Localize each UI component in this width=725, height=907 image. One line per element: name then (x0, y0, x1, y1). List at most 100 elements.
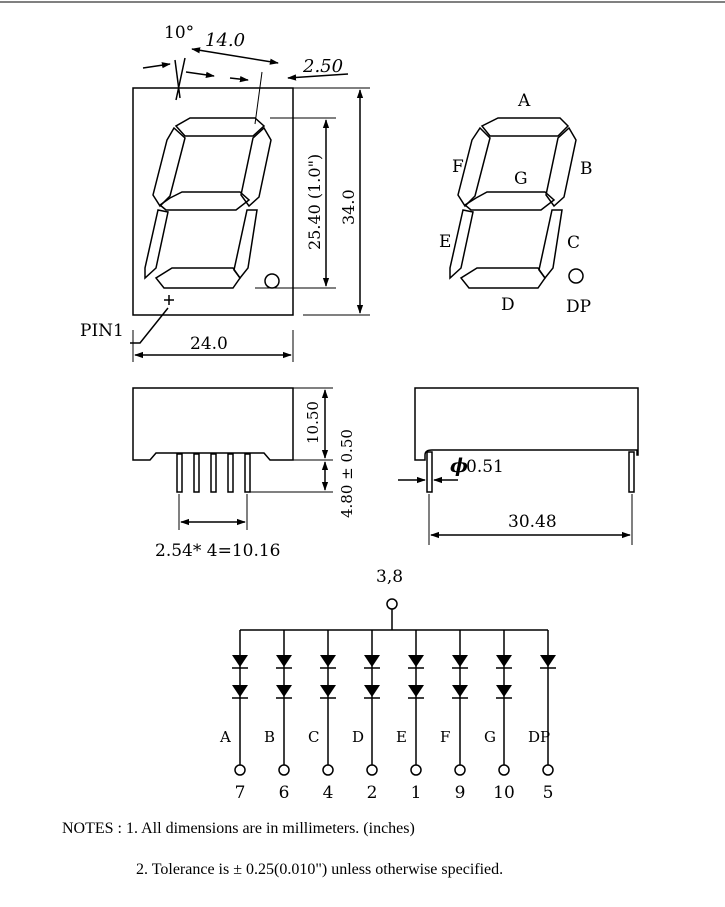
map-decimal-point (568, 268, 584, 284)
diode-triangle (232, 685, 248, 697)
map-segment-d (459, 267, 546, 289)
side-lead-5 (244, 453, 251, 493)
side-lead-3 (210, 453, 217, 493)
map-segment-c (538, 209, 563, 280)
front-digit (144, 117, 280, 289)
channel-pin-label: 4 (323, 783, 334, 803)
offset-arrow-right (287, 73, 349, 81)
common-pin-terminal (386, 598, 398, 610)
row-spacing-label: 30.48 (508, 512, 557, 532)
offset-arrow-left-b (229, 75, 249, 83)
front-segment-a (174, 117, 266, 137)
pitch-label: 2.54* 4=10.16 (155, 541, 280, 561)
pin-terminal (454, 764, 466, 776)
front-body-outline (132, 87, 294, 316)
channel-pin-label: 6 (279, 783, 290, 803)
diode-triangle (496, 685, 512, 697)
side-lead-1 (176, 453, 183, 493)
side-height-label: 10.50 (304, 401, 322, 444)
note-tolerance: 2. Tolerance is ± 0.25(0.010") unless ot… (136, 861, 504, 878)
map-segment-e (449, 209, 474, 280)
map-label-d: D (501, 295, 515, 315)
diode-triangle (232, 655, 248, 667)
channel-segment-label: C (308, 728, 319, 746)
pin-terminal (498, 764, 510, 776)
body-width-label: 24.0 (190, 334, 228, 354)
angle-arrow (142, 62, 171, 69)
pin-terminal (322, 764, 334, 776)
pin-terminal (410, 764, 422, 776)
diode-triangle (540, 655, 556, 667)
end-lead-right (628, 451, 635, 493)
angle-ref-slant (175, 57, 186, 101)
diode-triangle (364, 685, 380, 697)
pin-terminal (366, 764, 378, 776)
diode-triangle (496, 655, 512, 667)
pin-terminal (278, 764, 290, 776)
side-view: 10.50 4.80 ± 0.50 2.54* 4=10.16 (132, 387, 356, 561)
diode-triangle (320, 655, 336, 667)
map-label-e: E (439, 232, 451, 252)
pin-terminal (234, 764, 246, 776)
front-decimal-point (264, 273, 280, 289)
front-segment-e (144, 209, 169, 280)
front-view: 10° 14.0 2.50 25.40 (1.0") 34.0 PIN1 24.… (80, 23, 370, 362)
channel-segment-label: F (440, 728, 450, 746)
diode-triangle (276, 685, 292, 697)
pin1-leader (130, 307, 169, 344)
channel-pin-label: 10 (493, 783, 515, 803)
digit-width-extension (254, 71, 263, 125)
channel-pin-label: 9 (455, 783, 466, 803)
map-label-dp: DP (566, 297, 591, 317)
angle-label: 10° (164, 23, 194, 43)
segment-map: A B C D E F G DP (439, 91, 593, 317)
channel-segment-label: A (219, 728, 231, 746)
side-body-outline (132, 387, 294, 461)
channel-segment-label: B (264, 728, 275, 746)
channel-segment-label: G (484, 728, 496, 746)
front-segment-g (158, 191, 251, 211)
side-leads (176, 453, 251, 493)
digit-width-label: 14.0 (205, 30, 245, 51)
channel-pin-label: 5 (543, 783, 554, 803)
diode-triangle (408, 685, 424, 697)
lead-length-label: 4.80 ± 0.50 (338, 429, 356, 518)
front-segment-d (154, 267, 241, 289)
pin1-label: PIN1 (80, 321, 124, 341)
offset-arrow-left-a (185, 71, 215, 78)
side-lead-2 (193, 453, 200, 493)
map-segment-g (463, 191, 556, 211)
map-label-g: G (514, 169, 528, 189)
diode-triangle (408, 655, 424, 667)
front-segment-f (152, 126, 186, 208)
end-view: ϕ 0.51 30.48 (398, 387, 639, 545)
map-label-c: C (567, 233, 580, 253)
front-segment-c (233, 209, 258, 280)
channel-segment-label: DP (528, 728, 550, 746)
diode-triangle (452, 655, 468, 667)
map-label-b: B (580, 159, 593, 179)
side-lead-4 (227, 453, 234, 493)
common-pins-label: 3,8 (376, 567, 403, 587)
body-height-label: 34.0 (339, 189, 358, 225)
channel-segment-label: E (396, 728, 407, 746)
digit-height-label: 25.40 (1.0") (305, 154, 324, 250)
map-segment-a (480, 117, 570, 137)
diameter-label: 0.51 (466, 457, 504, 477)
end-lead-left (426, 451, 433, 493)
angle-ref-vertical (174, 59, 181, 99)
diode-triangle (364, 655, 380, 667)
channel-pin-label: 1 (411, 783, 422, 803)
diode-triangle (320, 685, 336, 697)
front-segment-b (240, 126, 272, 208)
offset-label: 2.50 (302, 56, 343, 77)
diameter-symbol: ϕ (450, 455, 468, 477)
end-body-outline (414, 387, 639, 461)
pin-terminal (542, 764, 554, 776)
map-segment-f (457, 126, 491, 208)
channel-segment-label: D (352, 728, 364, 746)
note-units: NOTES : 1. All dimensions are in millime… (62, 820, 415, 837)
channel-pin-label: 2 (367, 783, 378, 803)
